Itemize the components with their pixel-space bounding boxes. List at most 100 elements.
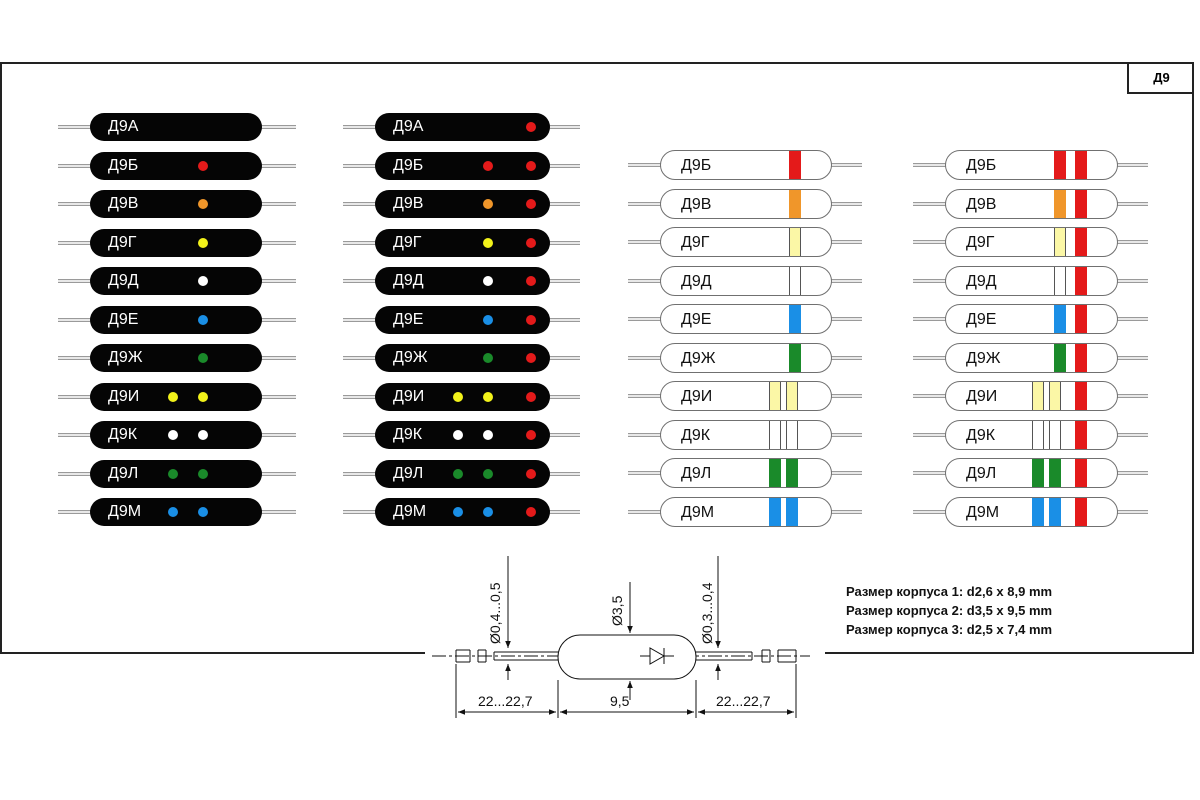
lead-right — [828, 317, 862, 321]
diode-type-label: Д9Е — [966, 311, 997, 328]
diode-type-label: Д9А — [393, 118, 424, 135]
diode-type-label: Д9Л — [393, 464, 424, 482]
diode-type-label: Д9Е — [681, 311, 712, 328]
color-dot-green — [198, 353, 208, 363]
lead-right — [828, 201, 862, 206]
lead-right — [828, 509, 862, 514]
color-dot-yellow — [198, 237, 208, 248]
lead-left — [628, 355, 664, 360]
lead-right — [546, 510, 580, 514]
lead-right — [258, 433, 296, 437]
lead-right — [828, 278, 862, 283]
diode-body: Д9Ж — [90, 344, 262, 372]
lead-right — [258, 510, 296, 514]
color-dot-white — [198, 276, 208, 286]
color-band-band_white — [1049, 420, 1061, 449]
lead-left — [628, 201, 664, 206]
lead-left — [913, 471, 949, 475]
diode-type-label: Д9Л — [108, 464, 139, 482]
diode-body: Д9Г — [945, 227, 1118, 257]
cathode-band-red — [1075, 266, 1087, 295]
lead-right — [546, 202, 580, 206]
diode-type-label: Д9К — [393, 426, 423, 443]
color-dot-blue — [483, 507, 493, 517]
color-band-band_white — [769, 420, 781, 449]
lead-right — [828, 355, 862, 360]
diode-type-label: Д9М — [681, 503, 715, 521]
cathode-band-red — [1075, 228, 1087, 256]
diode-body: Д9Г — [660, 227, 832, 257]
color-band-pale_yellow — [769, 382, 781, 410]
lead-right — [546, 125, 580, 129]
diode-body: Д9Б — [660, 150, 832, 180]
diode-body: Д9Ж — [375, 344, 550, 372]
lead-left — [343, 510, 379, 514]
color-band-blue — [769, 497, 781, 526]
body-size-2: Размер корпуса 2: d3,5 x 9,5 mm — [846, 603, 1053, 618]
color-dot-white — [453, 430, 463, 440]
color-band-band_white — [786, 420, 798, 449]
cathode-dot-red — [526, 237, 536, 248]
diode-body: Д9Д — [90, 267, 262, 295]
diode-type-label: Д9Г — [966, 234, 995, 251]
cathode-band-red — [1075, 420, 1087, 449]
diode-type-label: Д9Г — [108, 233, 137, 251]
color-dot-yellow — [453, 391, 463, 402]
diode-type-label: Д9В — [966, 195, 997, 213]
lead-left — [628, 317, 664, 321]
lead-left — [628, 163, 664, 167]
color-dot-blue — [198, 314, 208, 325]
body-size-notes: Размер корпуса 1: d2,6 x 8,9 mm Размер к… — [846, 584, 1052, 641]
diode-body: Д9Д — [945, 265, 1118, 296]
lead-right — [546, 163, 580, 168]
diode-body: Д9М — [945, 496, 1118, 527]
color-band-green — [1054, 343, 1066, 372]
color-band-blue — [1054, 305, 1066, 333]
lead-left — [628, 471, 664, 475]
diode-body: Д9Л — [945, 458, 1118, 488]
diode-body: Д9К — [375, 421, 550, 449]
diode-type-label: Д9Ж — [681, 349, 716, 367]
diode-body: Д9И — [375, 382, 550, 411]
lead-left — [343, 356, 379, 360]
diode-body: Д9Г — [375, 228, 550, 257]
lead-right — [546, 433, 580, 437]
diode-type-label: Д9Л — [966, 465, 997, 482]
body-size-3: Размер корпуса 3: d2,5 x 7,4 mm — [846, 622, 1053, 637]
lead-left — [58, 471, 94, 476]
lead-left — [913, 317, 949, 321]
lead-left — [343, 317, 379, 322]
diode-type-label: Д9К — [108, 426, 138, 443]
lead-right — [258, 356, 296, 360]
diode-body: Д9Б — [375, 151, 550, 180]
diode-type-label: Д9В — [108, 195, 139, 212]
lead-right — [546, 240, 580, 245]
lead-right — [546, 279, 580, 283]
body-length-label: 9,5 — [610, 693, 630, 709]
lead-left — [58, 510, 94, 514]
color-dot-blue — [168, 507, 178, 517]
color-dot-red — [483, 160, 493, 171]
lead-right — [546, 317, 580, 322]
color-dot-green — [198, 468, 208, 479]
diode-body: Д9А — [90, 113, 262, 141]
lead-right — [1114, 278, 1148, 283]
lead-right — [1114, 394, 1148, 398]
diode-type-label: Д9М — [966, 503, 1000, 521]
color-dot-white — [198, 430, 208, 440]
lead-right — [546, 356, 580, 360]
cathode-dot-red — [526, 314, 536, 325]
cathode-band-red — [1075, 151, 1087, 179]
left-lead-length-label: 22...22,7 — [478, 693, 533, 709]
diode-body: Д9Л — [90, 459, 262, 488]
color-dot-orange — [198, 199, 208, 209]
lead-left — [58, 163, 94, 168]
diode-body: Д9Д — [660, 265, 832, 296]
cathode-dot-red — [526, 507, 536, 517]
lead-left — [343, 163, 379, 168]
diode-type-label: Д9Ж — [393, 349, 428, 366]
diode-type-label: Д9Д — [393, 272, 424, 289]
lead-left — [58, 125, 94, 129]
lead-left — [58, 356, 94, 360]
